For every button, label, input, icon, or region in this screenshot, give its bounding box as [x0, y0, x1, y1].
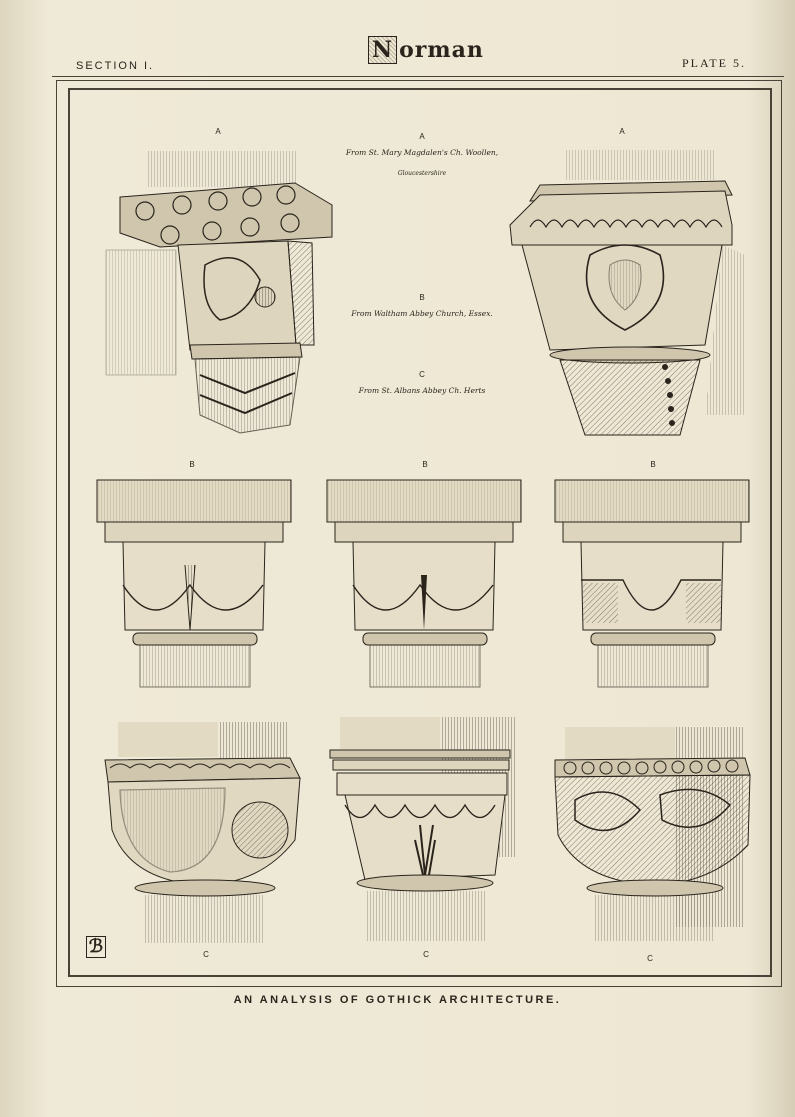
caption-b-label: B — [419, 293, 425, 302]
book-title-footer: AN ANALYSIS OF GOTHICK ARCHITECTURE. — [233, 994, 562, 1006]
plate-frame-inner — [68, 88, 772, 977]
caption-c-text: From St. Albans Abbey Ch. Herts — [358, 386, 486, 395]
capital-a-right-illustration — [509, 150, 745, 436]
figure-label-b-2: B — [422, 460, 428, 469]
capital-c-2-illustration — [329, 717, 515, 941]
title-initial: N — [368, 36, 398, 64]
caption-c-label: C — [419, 370, 425, 379]
figure-label-c-2: C — [423, 950, 429, 959]
header-rule — [52, 76, 784, 77]
capital-c-1-illustration — [104, 722, 301, 943]
title-rest: orman — [399, 37, 484, 63]
plate-number: PLATE 5. — [682, 56, 746, 70]
figure-label-b-1: B — [189, 460, 195, 469]
figure-label-b-3: B — [650, 460, 656, 469]
capital-b-2-illustration — [326, 479, 522, 688]
figure-label-c-3: C — [647, 954, 653, 963]
capital-b-1-illustration — [96, 479, 292, 688]
figure-label-a-right: A — [619, 127, 625, 136]
capital-a-left-illustration — [105, 151, 333, 434]
caption-a-line2: Gloucestershire — [397, 170, 447, 177]
figure-label-c-1: C — [203, 950, 209, 959]
plate-frame-outer — [56, 80, 782, 987]
capital-c-3-illustration — [554, 727, 751, 941]
capital-b-3-illustration — [554, 479, 750, 688]
figure-label-a-left: A — [215, 127, 221, 136]
caption-a-line1: From St. Mary Magdalen's Ch. Woollen, — [345, 148, 499, 157]
caption-a-label: A — [419, 132, 425, 141]
section-label: SECTION I. — [76, 60, 155, 72]
caption-b-text: From Waltham Abbey Church, Essex. — [351, 309, 493, 318]
artist-monogram-seal: ℬ — [86, 936, 106, 958]
